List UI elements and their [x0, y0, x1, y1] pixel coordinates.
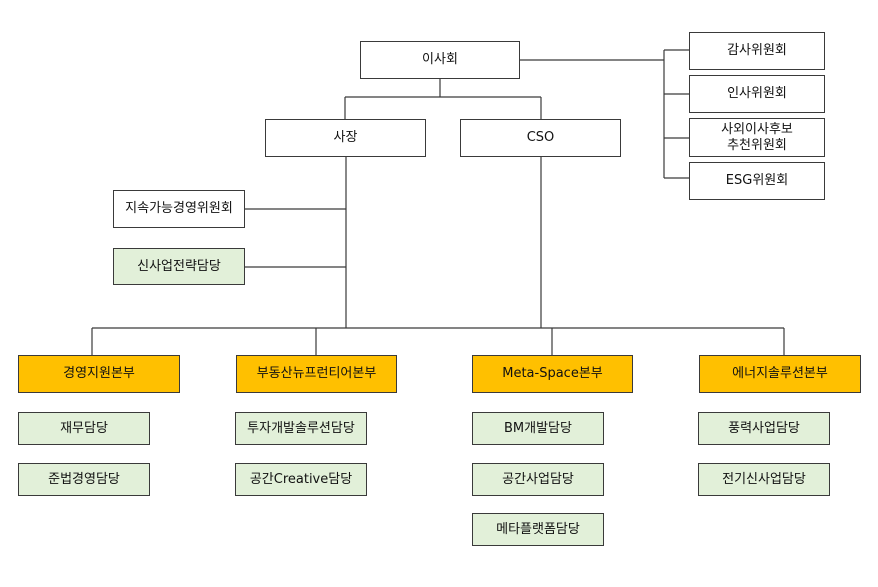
team-electric-new-business-box: 전기신사업담당: [698, 463, 830, 496]
committee-esg-box: ESG위원회: [689, 162, 825, 200]
team-space-business-box: 공간사업담당: [472, 463, 604, 496]
committee-outside-director-box: 사외이사후보 추천위원회: [689, 118, 825, 157]
team-wind-power-box: 풍력사업담당: [698, 412, 830, 445]
division-management-box: 경영지원본부: [18, 355, 180, 393]
team-space-creative-box: 공간Creative담당: [235, 463, 367, 496]
team-investment-dev-box: 투자개발솔루션담당: [235, 412, 367, 445]
board-box: 이사회: [360, 41, 520, 79]
team-finance-box: 재무담당: [18, 412, 150, 445]
president-box: 사장: [265, 119, 426, 157]
division-meta-space-box: Meta-Space본부: [472, 355, 633, 393]
team-bm-dev-box: BM개발담당: [472, 412, 604, 445]
committee-hr-box: 인사위원회: [689, 75, 825, 113]
team-compliance-box: 준법경영담당: [18, 463, 150, 496]
division-real-estate-box: 부동산뉴프런티어본부: [236, 355, 397, 393]
division-energy-box: 에너지솔루션본부: [699, 355, 861, 393]
cso-box: CSO: [460, 119, 621, 157]
team-meta-platform-box: 메타플랫폼담당: [472, 513, 604, 546]
sustainability-committee-box: 지속가능경영위원회: [113, 190, 245, 228]
new-business-strategy-box: 신사업전략담당: [113, 248, 245, 285]
committee-audit-box: 감사위원회: [689, 32, 825, 70]
